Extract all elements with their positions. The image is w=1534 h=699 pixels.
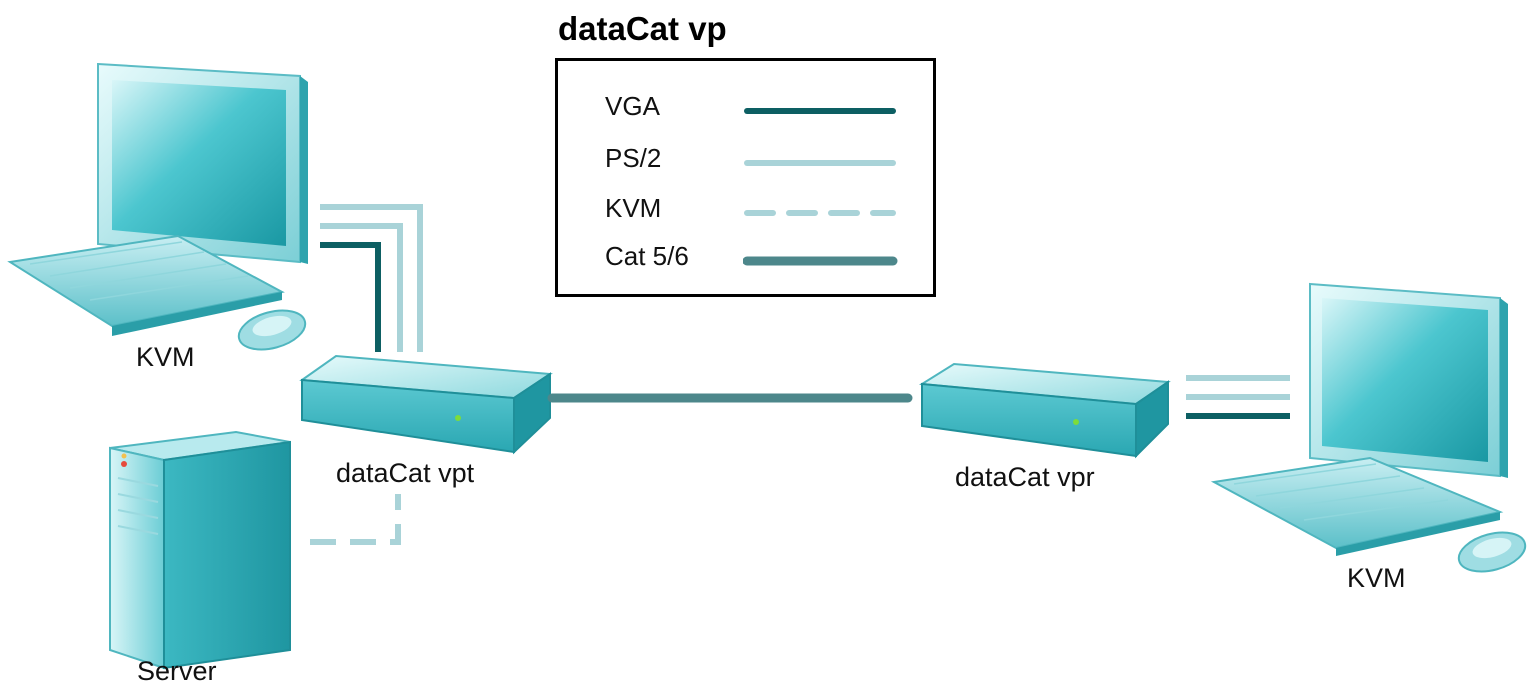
legend-item-cat: Cat 5/6 (558, 241, 933, 281)
legend-swatch-ps2 (744, 160, 896, 166)
receiver-device-icon (918, 362, 1171, 459)
label-receiver: dataCat vpr (955, 462, 1095, 492)
left-mouse-icon (237, 309, 307, 351)
legend-item-kvm: KVM (558, 193, 933, 233)
left-cables (310, 204, 423, 545)
right-keyboard-icon (1210, 456, 1504, 556)
right-workstation-icon (1210, 282, 1527, 573)
legend-item-ps2: PS/2 (558, 143, 933, 183)
legend-label-ps2: PS/2 (605, 143, 662, 173)
legend-swatch-vga (744, 108, 896, 114)
label-kvm-right: KVM (1347, 563, 1406, 593)
left-keyboard-icon (7, 234, 285, 336)
legend-label-kvm: KVM (605, 193, 662, 223)
right-mouse-icon (1457, 531, 1527, 573)
transmitter-device-icon (299, 354, 553, 455)
server-icon (109, 430, 291, 670)
label-kvm-left: KVM (136, 342, 195, 372)
left-monitor-icon (97, 62, 308, 264)
legend-label-cat: Cat 5/6 (605, 241, 689, 271)
label-server: Server (137, 656, 217, 686)
legend-label-vga: VGA (605, 91, 660, 121)
legend: VGA PS/2 KVM Cat 5/6 (555, 58, 936, 297)
legend-item-vga: VGA (558, 91, 933, 131)
diagram-title: dataCat vp (558, 10, 727, 47)
right-monitor-icon (1309, 282, 1508, 478)
label-transmitter: dataCat vpt (336, 458, 475, 488)
right-cables (1186, 375, 1290, 419)
left-workstation-icon (7, 62, 308, 351)
legend-swatch-cat (743, 256, 898, 266)
legend-swatch-kvm (744, 210, 896, 216)
